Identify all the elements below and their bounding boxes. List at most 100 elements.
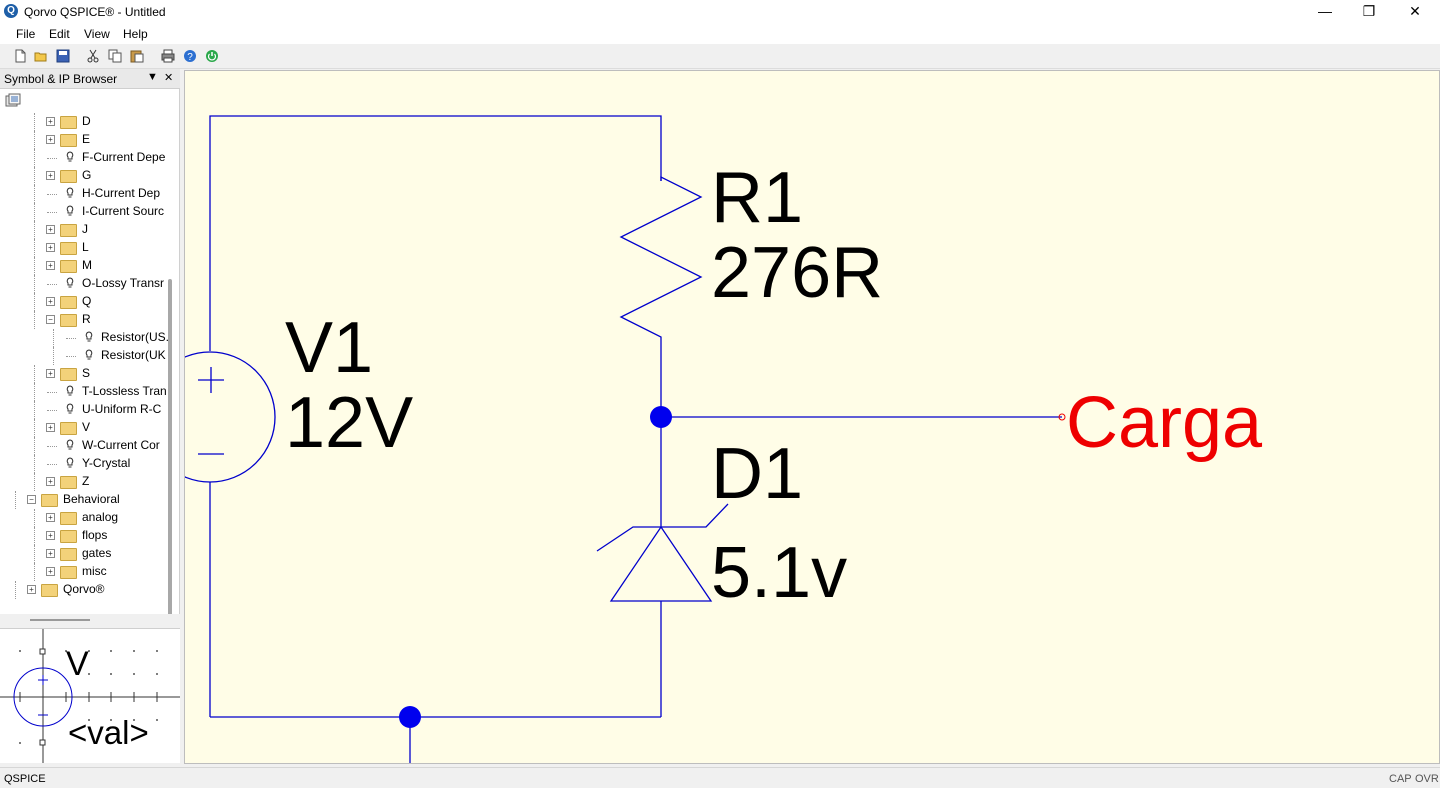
tree-item[interactable]: T-Lossless Tran bbox=[0, 383, 170, 401]
tree-connector bbox=[34, 113, 35, 131]
tree-item[interactable]: H-Current Dep bbox=[0, 185, 170, 203]
folder-icon bbox=[60, 548, 77, 561]
minimize-button[interactable]: — bbox=[1318, 3, 1332, 19]
tree-item[interactable]: +L bbox=[0, 239, 170, 257]
close-button[interactable]: ✕ bbox=[1409, 3, 1421, 19]
tree-item[interactable]: F-Current Depe bbox=[0, 149, 170, 167]
tree-item-label: gates bbox=[82, 546, 112, 560]
folder-icon bbox=[60, 170, 77, 183]
zener-diode-d1[interactable] bbox=[596, 503, 729, 602]
expand-icon[interactable]: + bbox=[46, 171, 55, 180]
voltage-source-v1[interactable] bbox=[185, 351, 276, 483]
maximize-button[interactable]: ❐ bbox=[1362, 3, 1376, 19]
help-icon[interactable]: ? bbox=[183, 49, 197, 63]
menu-edit[interactable]: Edit bbox=[49, 27, 70, 41]
tree-item-label: J bbox=[82, 222, 88, 236]
expand-icon[interactable]: + bbox=[46, 513, 55, 522]
paste-icon[interactable] bbox=[130, 49, 144, 63]
tree-item[interactable]: +G bbox=[0, 167, 170, 185]
tree-item[interactable]: +V bbox=[0, 419, 170, 437]
panel-close-icon[interactable]: ✕ bbox=[164, 72, 174, 84]
panel-dropdown-icon[interactable]: ▼ bbox=[147, 71, 158, 83]
expand-icon[interactable]: + bbox=[46, 531, 55, 540]
tree-item-label: Z bbox=[82, 474, 90, 488]
tree-item-label: Qorvo® bbox=[63, 582, 105, 596]
tree-item[interactable]: −Behavioral bbox=[0, 491, 170, 509]
power-icon[interactable] bbox=[205, 49, 219, 63]
expand-icon[interactable]: + bbox=[46, 135, 55, 144]
expand-icon[interactable]: + bbox=[46, 549, 55, 558]
expand-icon[interactable]: + bbox=[27, 585, 36, 594]
tree-item[interactable]: + gates bbox=[0, 545, 170, 563]
folder-icon bbox=[60, 314, 77, 327]
r1-value-label[interactable]: 276R bbox=[711, 233, 883, 313]
tree-item[interactable]: −R bbox=[0, 311, 170, 329]
expand-icon[interactable]: + bbox=[46, 225, 55, 234]
wire-top[interactable] bbox=[209, 115, 662, 351]
symbol-browser-header: Symbol & IP Browser ▼ ✕ bbox=[0, 69, 180, 89]
new-file-icon[interactable] bbox=[13, 49, 27, 63]
expand-icon[interactable]: + bbox=[46, 567, 55, 576]
expand-icon[interactable]: + bbox=[46, 369, 55, 378]
tree-connector bbox=[47, 212, 57, 213]
tree-item-label: Q bbox=[82, 294, 92, 308]
tree-item[interactable]: +M bbox=[0, 257, 170, 275]
tree-item[interactable]: U-Uniform R-C bbox=[0, 401, 170, 419]
tree-item-label: flops bbox=[82, 528, 108, 542]
panel-splitter[interactable] bbox=[30, 619, 90, 621]
tree-scrollbar[interactable] bbox=[168, 279, 172, 614]
expand-icon[interactable]: + bbox=[46, 297, 55, 306]
net-label-carga[interactable]: Carga bbox=[1066, 383, 1263, 463]
menu-view[interactable]: View bbox=[84, 27, 110, 41]
expand-icon[interactable]: + bbox=[46, 243, 55, 252]
expand-icon[interactable]: + bbox=[46, 477, 55, 486]
tree-item[interactable]: I-Current Sourc bbox=[0, 203, 170, 221]
tree-item[interactable]: O-Lossy Transr bbox=[0, 275, 170, 293]
tree-connector bbox=[34, 203, 35, 221]
tree-item[interactable]: Y-Crystal bbox=[0, 455, 170, 473]
symbol-library-icon[interactable] bbox=[5, 93, 21, 107]
expand-icon[interactable]: + bbox=[46, 117, 55, 126]
folder-icon bbox=[60, 512, 77, 525]
tree-item[interactable]: +Z bbox=[0, 473, 170, 491]
tree-item-label: L bbox=[82, 240, 89, 254]
r1-ref-label[interactable]: R1 bbox=[711, 158, 803, 238]
tree-item-label: D bbox=[82, 114, 91, 128]
expand-icon[interactable]: + bbox=[46, 261, 55, 270]
tree-item[interactable]: +Q bbox=[0, 293, 170, 311]
menu-file[interactable]: File bbox=[16, 27, 36, 41]
d1-value-label[interactable]: 5.1v bbox=[711, 533, 847, 613]
menu-help[interactable]: Help bbox=[123, 27, 148, 41]
collapse-icon[interactable]: − bbox=[27, 495, 36, 504]
tree-item[interactable]: W-Current Cor bbox=[0, 437, 170, 455]
folder-icon bbox=[41, 494, 58, 507]
tree-item[interactable]: +misc bbox=[0, 563, 170, 581]
expand-icon[interactable]: + bbox=[46, 423, 55, 432]
tree-item[interactable]: + Qorvo® bbox=[0, 581, 170, 599]
d1-ref-label[interactable]: D1 bbox=[711, 434, 803, 514]
open-folder-icon[interactable] bbox=[34, 49, 48, 63]
print-icon[interactable] bbox=[161, 49, 175, 63]
tree-item[interactable]: +analog bbox=[0, 509, 170, 527]
v1-value-label[interactable]: 12V bbox=[285, 383, 413, 463]
tree-item[interactable]: +S bbox=[0, 365, 170, 383]
tree-item-label: I-Current Sourc bbox=[82, 204, 165, 218]
copy-icon[interactable] bbox=[108, 49, 122, 63]
tree-item[interactable]: Resistor(US. bbox=[0, 329, 170, 347]
schematic-canvas[interactable]: V1 12V R1 276R D1 5.1v Carga bbox=[184, 70, 1440, 764]
tree-item[interactable]: +J bbox=[0, 221, 170, 239]
tree-connector bbox=[34, 185, 35, 203]
v1-ref-label[interactable]: V1 bbox=[285, 308, 373, 388]
tree-item[interactable]: +D bbox=[0, 113, 170, 131]
symbol-bulb-icon bbox=[85, 349, 93, 360]
resistor-r1[interactable] bbox=[619, 175, 703, 356]
tree-item[interactable]: + flops bbox=[0, 527, 170, 545]
schematic-drawing[interactable]: V1 12V R1 276R D1 5.1v Carga bbox=[185, 71, 1439, 763]
tree-connector bbox=[47, 410, 57, 411]
save-icon[interactable] bbox=[56, 49, 70, 63]
tree-item[interactable]: Resistor(UK bbox=[0, 347, 170, 365]
collapse-icon[interactable]: − bbox=[46, 315, 55, 324]
tree-item[interactable]: +E bbox=[0, 131, 170, 149]
cut-icon[interactable] bbox=[86, 49, 100, 63]
